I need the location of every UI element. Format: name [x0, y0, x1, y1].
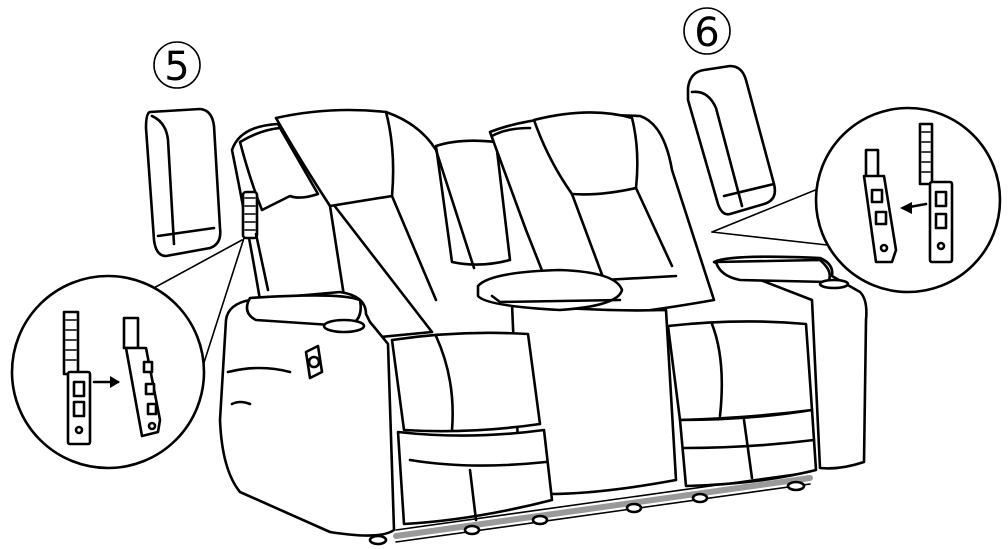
left-bracket-callout	[12, 238, 244, 468]
step-6-number: 6	[694, 10, 719, 56]
right-callout-circle	[816, 108, 1000, 292]
left-armrest	[220, 292, 394, 536]
step-5-marker: 5	[154, 42, 200, 90]
console-lid	[478, 270, 622, 310]
right-side-back-panel	[688, 66, 775, 214]
left-side-back-panel	[146, 109, 220, 256]
left-callout-circle	[12, 276, 204, 468]
left-seat-cushion	[392, 333, 540, 431]
step-5-number: 5	[164, 44, 189, 90]
right-seat-cushion	[668, 321, 812, 420]
step-6-marker: 6	[684, 8, 730, 56]
